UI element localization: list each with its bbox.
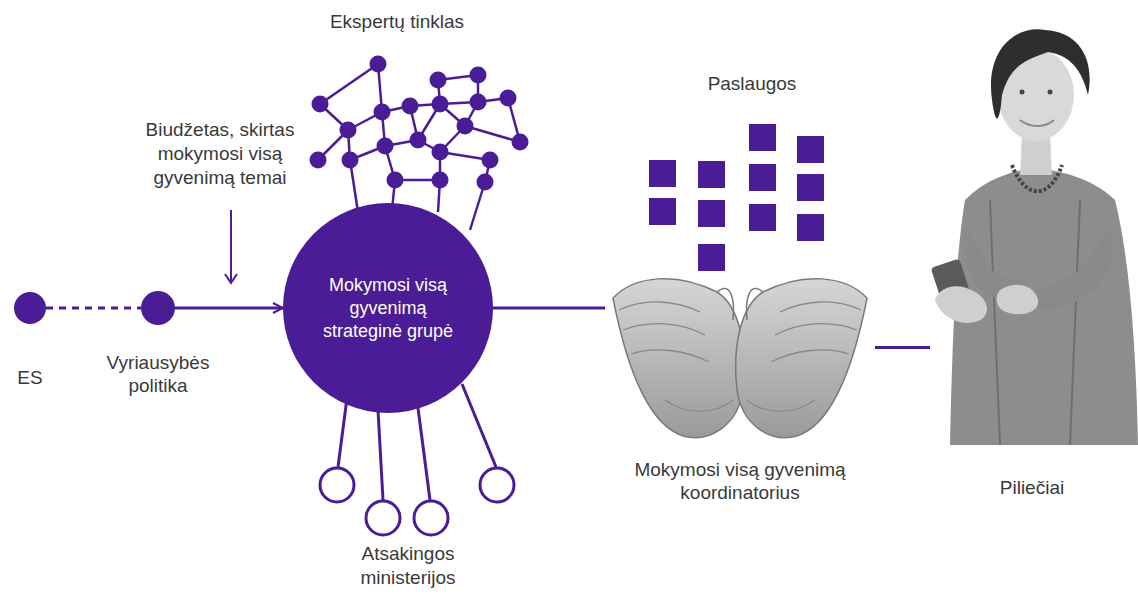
expert-network [310, 56, 529, 231]
coordinator-hands: Mokymosi visą gyvenimą koordinatorius [605, 250, 875, 445]
network-dot [457, 118, 474, 135]
network-dot [432, 172, 449, 189]
network-dot [430, 72, 447, 89]
connector-line [875, 346, 930, 349]
citizen-figure: Piliečiai [930, 0, 1138, 445]
node-text: ES [0, 366, 80, 389]
network-dot [410, 132, 427, 149]
network-label: Ekspertų tinklas [297, 10, 497, 34]
network-dot [370, 56, 387, 73]
network-dot [387, 172, 404, 189]
policy-dot: ES [14, 292, 46, 324]
node-text: Mokymosi visą gyvenimą koordinatorius [590, 458, 890, 504]
policy-dot: Vyriausybės politika [141, 291, 175, 325]
network-dot [310, 152, 327, 169]
network-dot [477, 174, 494, 191]
connector-line [493, 307, 605, 310]
services-label: Paslaugos [672, 72, 832, 96]
coordinator-hands-shape [605, 250, 875, 445]
network-dot [340, 122, 357, 139]
network-dot [470, 94, 487, 111]
node-text: Piliečiai [952, 476, 1112, 499]
connector-line [46, 307, 141, 310]
network-dot [432, 96, 449, 113]
network-link [320, 64, 378, 104]
network-dot [312, 96, 329, 113]
node-text: Mokymosi visą gyvenimą strateginė grupė [313, 274, 463, 343]
service-squares [649, 124, 824, 271]
network-dot [374, 104, 391, 121]
network-dot [342, 152, 359, 169]
strategic-group-circle: Mokymosi visą gyvenimą strateginė grupė [283, 203, 493, 413]
connector-line [175, 307, 283, 310]
network-dot [377, 138, 394, 155]
network-dot [470, 67, 487, 84]
policy-dot-shape [141, 291, 175, 325]
budget-label: Biudžetas, skirtas mokymosi visą gyvenim… [135, 118, 305, 190]
network-dot [402, 98, 419, 115]
citizen-figure-shape [930, 0, 1138, 445]
network-dot [500, 90, 517, 107]
budget-arrow [225, 210, 237, 283]
network-dot [432, 144, 449, 161]
node-text: Vyriausybės politika [93, 351, 223, 397]
policy-dot-shape [14, 292, 46, 324]
network-link [465, 126, 520, 142]
network-dot [482, 152, 499, 169]
network-dot [512, 134, 529, 151]
ministries-label: Atsakingos ministerijos [333, 542, 483, 590]
